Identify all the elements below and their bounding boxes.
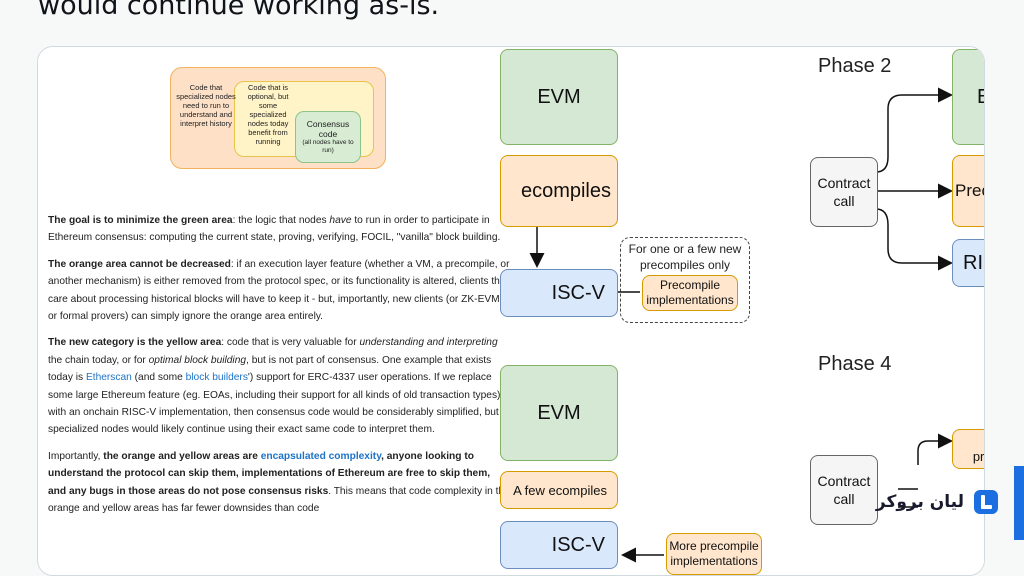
tweet-text: would continue working as-is.	[38, 0, 440, 21]
yellow-area-label: Code that is optional, but some speciali…	[247, 83, 289, 146]
new-precompiles-dashed-region	[620, 237, 750, 323]
phase-4-heading: Phase 4	[818, 353, 892, 375]
precompiles-box-2: Precomp	[952, 155, 984, 227]
phase-diagram: EVM ecompiles ISC-V For one or a few new…	[500, 47, 984, 575]
few-precompiles-box-2: A few precompil	[952, 429, 984, 469]
article-screenshot: Code that specialized nodes need to run …	[38, 47, 514, 575]
green-area	[295, 111, 361, 163]
riscv-box-2: RISC-	[952, 239, 984, 287]
green-area-label: Consensus code(all nodes have to run)	[302, 119, 354, 154]
riscv-box-3: ISC-V	[500, 521, 618, 569]
encapsulated-complexity-link[interactable]: encapsulated complexity	[260, 450, 382, 462]
contract-call-box-2: Contract call	[810, 455, 878, 525]
paragraph-orange-area: The orange area cannot be decreased: if …	[48, 258, 510, 323]
arrow-call-to-few-precompiles	[917, 433, 953, 465]
more-precompile-implementations-box: More precompile implementations	[666, 533, 762, 575]
etherscan-link[interactable]: Etherscan	[85, 372, 132, 384]
paragraph-yellow-area: The new category is the yellow area: cod…	[48, 337, 501, 436]
brand-name: لیان بروکر	[875, 492, 964, 512]
block-builders-link[interactable]: block builders	[185, 372, 248, 384]
venn-diagram: Code that specialized nodes need to run …	[170, 67, 386, 169]
contract-call-box-1: Contract call	[810, 157, 878, 227]
evm-box-3: EVM	[500, 365, 618, 461]
orange-area-label: Code that specialized nodes need to run …	[176, 83, 236, 128]
article-body: The goal is to minimize the green area: …	[48, 212, 510, 527]
arrow-call-to-riscv	[875, 208, 953, 271]
few-precompiles-box-1: A few ecompiles	[500, 471, 618, 509]
evm-box-1: EVM	[500, 49, 618, 145]
paragraph-encapsulated: Importantly, the orange and yellow areas…	[48, 450, 510, 515]
riscv-box-1: ISC-V	[500, 269, 618, 317]
phase-2-heading: Phase 2	[818, 55, 892, 77]
precompile-implementations-box: Precompile implementations	[642, 275, 738, 311]
diagram-arrows	[529, 87, 953, 563]
evm-box-2: EVM	[952, 49, 984, 145]
accent-bar	[1014, 466, 1024, 540]
new-precompiles-note: For one or a few new precompiles only	[628, 242, 742, 272]
paragraph-green-area: The goal is to minimize the green area: …	[48, 215, 501, 244]
watermark-logo: لیان بروکر	[868, 482, 1000, 522]
precompiles-box-1: ecompiles	[500, 155, 618, 227]
arrow-call-to-evm	[875, 87, 953, 173]
tweet-media-card[interactable]: Code that specialized nodes need to run …	[37, 46, 985, 576]
brand-logo-icon	[974, 490, 998, 514]
